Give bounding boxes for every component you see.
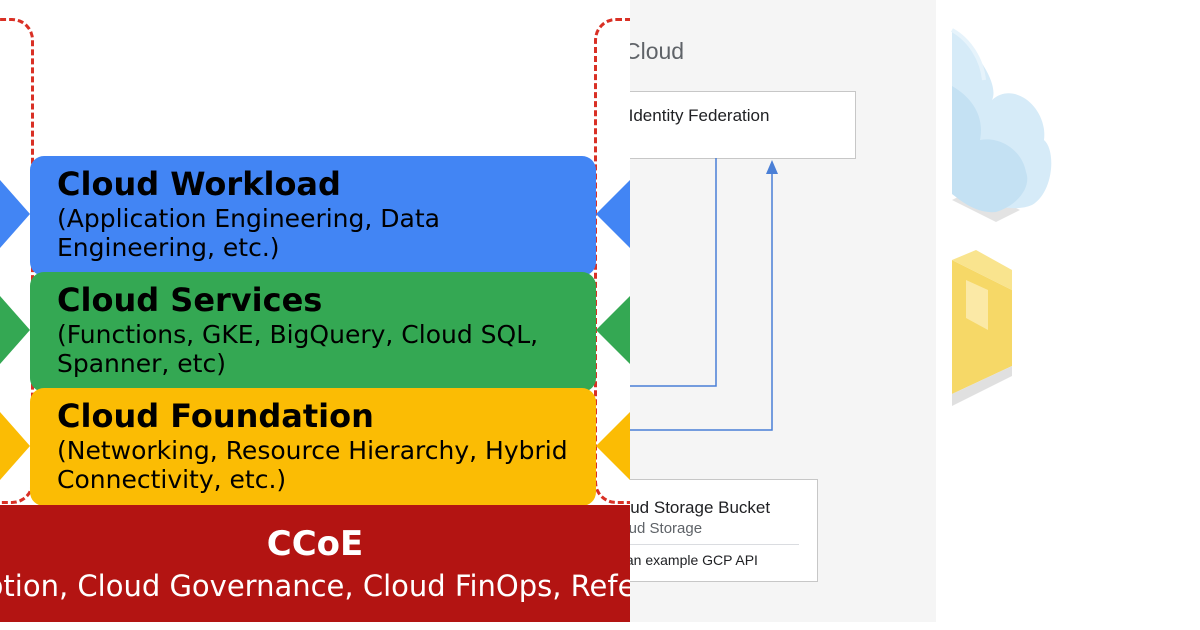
layer-arrows <box>0 180 630 480</box>
ccoe-title: CCoE <box>266 524 364 564</box>
cloud-foundation-layer: Cloud Foundation (Networking, Resource H… <box>30 388 596 506</box>
right-arrow-green <box>596 296 630 364</box>
left-arrow-blue <box>0 180 30 248</box>
storage-bucket-box: loud Storage Bucket loud Storage s an ex… <box>630 479 818 582</box>
connector-line-up <box>630 172 773 431</box>
ccoe-subtitle: ption, Cloud Governance, Cloud FinOps, R… <box>0 569 630 603</box>
cloud-workload-layer: Cloud Workload (Application Engineering,… <box>30 156 596 276</box>
layer-title: Cloud Foundation <box>57 397 374 435</box>
bucket-note: s an example GCP API <box>630 552 758 568</box>
arrowhead-icon <box>766 160 778 174</box>
layer-description: (Networking, Resource Hierarchy, Hybrid … <box>57 436 568 494</box>
bucket-divider <box>630 544 799 545</box>
architecture-diagram: Cloud ad Identity Federation loud Storag… <box>630 0 936 622</box>
identity-federation-box: ad Identity Federation <box>630 91 856 159</box>
connector-line-down <box>630 158 717 387</box>
layer-description: (Application Engineering, Data Engineeri… <box>57 204 440 262</box>
icon-panel <box>936 0 1200 630</box>
cloud-section-label: Cloud <box>630 38 685 64</box>
right-arrow-yellow <box>596 412 630 480</box>
bucket-subtitle: loud Storage <box>630 520 703 537</box>
connector-lines <box>630 158 778 431</box>
right-arrow-blue <box>596 180 630 248</box>
layer-title: Cloud Services <box>57 281 323 319</box>
left-arrow-green <box>0 296 30 364</box>
bucket-title: loud Storage Bucket <box>630 498 771 517</box>
left-arrow-yellow <box>0 412 30 480</box>
ccoe-layer-diagram: Cloud Workload (Application Engineering,… <box>0 18 630 622</box>
storage-box-icon <box>952 250 1012 406</box>
cloud-services-layer: Cloud Services (Functions, GKE, BigQuery… <box>30 272 596 392</box>
ccoe-band <box>0 505 630 622</box>
layer-description: (Functions, GKE, BigQuery, Cloud SQL, Sp… <box>57 320 539 378</box>
cloud-icon <box>950 28 1052 222</box>
layer-title: Cloud Workload <box>57 165 341 203</box>
identity-federation-label: ad Identity Federation <box>630 106 770 125</box>
